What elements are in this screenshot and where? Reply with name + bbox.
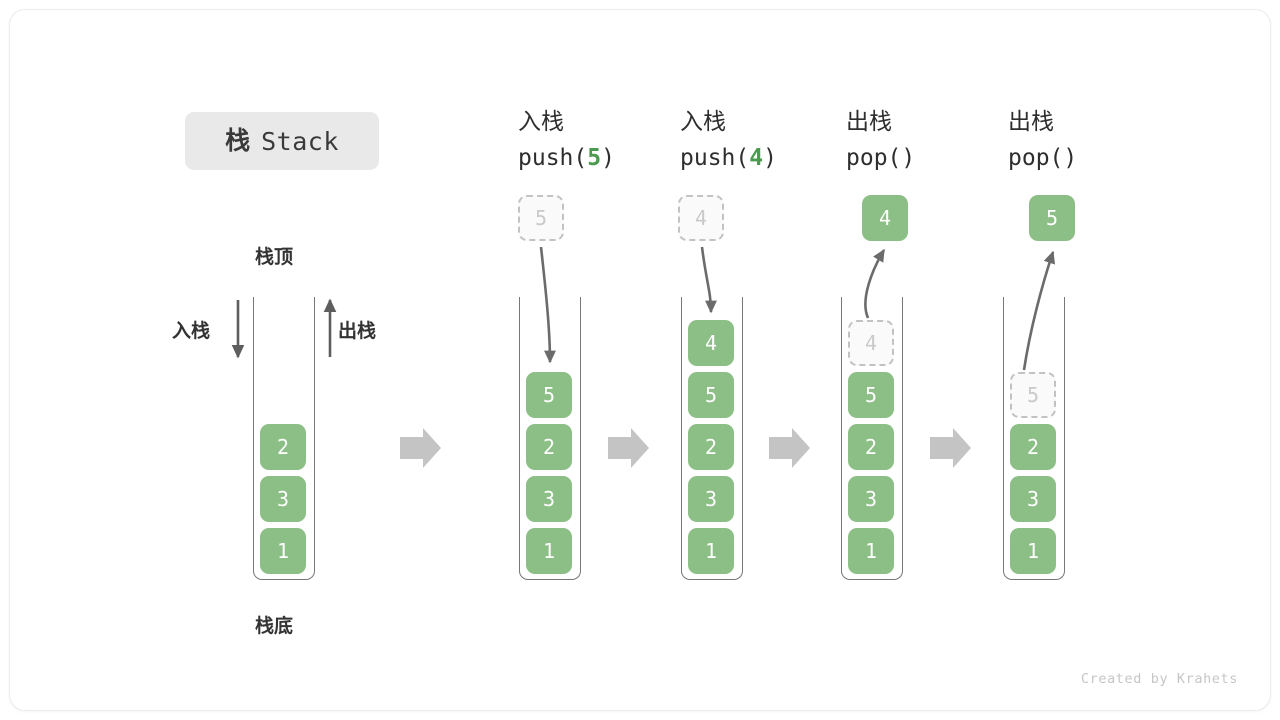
op-code-suffix: ) xyxy=(601,145,615,171)
stack-cell: 4 xyxy=(688,320,734,366)
stack-cell: 1 xyxy=(848,528,894,574)
op-code-prefix: pop() xyxy=(846,145,916,171)
vacated-ghost-cell: 5 xyxy=(1010,372,1056,418)
op-code-arg: 4 xyxy=(749,145,764,171)
column-header-push-4: 入栈 push(4) xyxy=(680,110,850,170)
stack-cell: 1 xyxy=(260,528,306,574)
op-label-code: push(5) xyxy=(518,147,688,170)
op-code-prefix: push( xyxy=(518,145,588,171)
stack-top-label: 栈顶 xyxy=(255,247,294,268)
stack-tube-pop-4 xyxy=(841,297,903,580)
incoming-ghost-cell: 4 xyxy=(678,195,724,241)
op-label-cn: 入栈 xyxy=(518,108,564,134)
column-header-pop-4: 出栈 pop() xyxy=(846,110,1016,170)
stack-cell: 1 xyxy=(688,528,734,574)
push-direction-label: 入栈 xyxy=(172,321,211,342)
op-code-prefix: push( xyxy=(680,145,750,171)
op-label-cn: 出栈 xyxy=(846,108,892,134)
op-label-code: pop() xyxy=(846,147,1016,170)
stack-tube-initial xyxy=(253,297,315,580)
stack-tube-push-5 xyxy=(519,297,581,580)
op-code-arg: 5 xyxy=(587,145,602,171)
stack-cell: 3 xyxy=(688,476,734,522)
stack-cell: 1 xyxy=(1010,528,1056,574)
stack-cell: 2 xyxy=(688,424,734,470)
title-english: Stack xyxy=(261,126,339,156)
stack-cell: 3 xyxy=(848,476,894,522)
stack-tube-push-4 xyxy=(681,297,743,580)
stack-cell: 2 xyxy=(1010,424,1056,470)
incoming-ghost-cell: 5 xyxy=(518,195,564,241)
op-label-code: pop() xyxy=(1008,147,1178,170)
pop-direction-label: 出栈 xyxy=(338,321,377,342)
stack-cell: 3 xyxy=(1010,476,1056,522)
op-code-suffix: ) xyxy=(763,145,777,171)
op-label-cn: 出栈 xyxy=(1008,108,1054,134)
stack-cell: 5 xyxy=(848,372,894,418)
stack-tube-pop-5 xyxy=(1003,297,1065,580)
title-chinese: 栈 xyxy=(225,126,251,155)
vacated-ghost-cell: 4 xyxy=(848,320,894,366)
stack-bottom-label: 栈底 xyxy=(255,616,294,637)
column-header-push-5: 入栈 push(5) xyxy=(518,110,688,170)
popped-cell: 5 xyxy=(1029,195,1075,241)
stack-cell: 2 xyxy=(848,424,894,470)
column-header-pop-5: 出栈 pop() xyxy=(1008,110,1178,170)
diagram-title-chip: 栈 Stack xyxy=(185,112,379,170)
popped-cell: 4 xyxy=(862,195,908,241)
stack-cell: 3 xyxy=(260,476,306,522)
stack-cell: 5 xyxy=(688,372,734,418)
stack-cell: 3 xyxy=(526,476,572,522)
op-label-cn: 入栈 xyxy=(680,108,726,134)
stack-cell: 2 xyxy=(260,424,306,470)
stack-cell: 1 xyxy=(526,528,572,574)
op-code-prefix: pop() xyxy=(1008,145,1078,171)
op-label-code: push(4) xyxy=(680,147,850,170)
credit-text: Created by Krahets xyxy=(1080,671,1238,687)
stack-cell: 5 xyxy=(526,372,572,418)
stack-cell: 2 xyxy=(526,424,572,470)
